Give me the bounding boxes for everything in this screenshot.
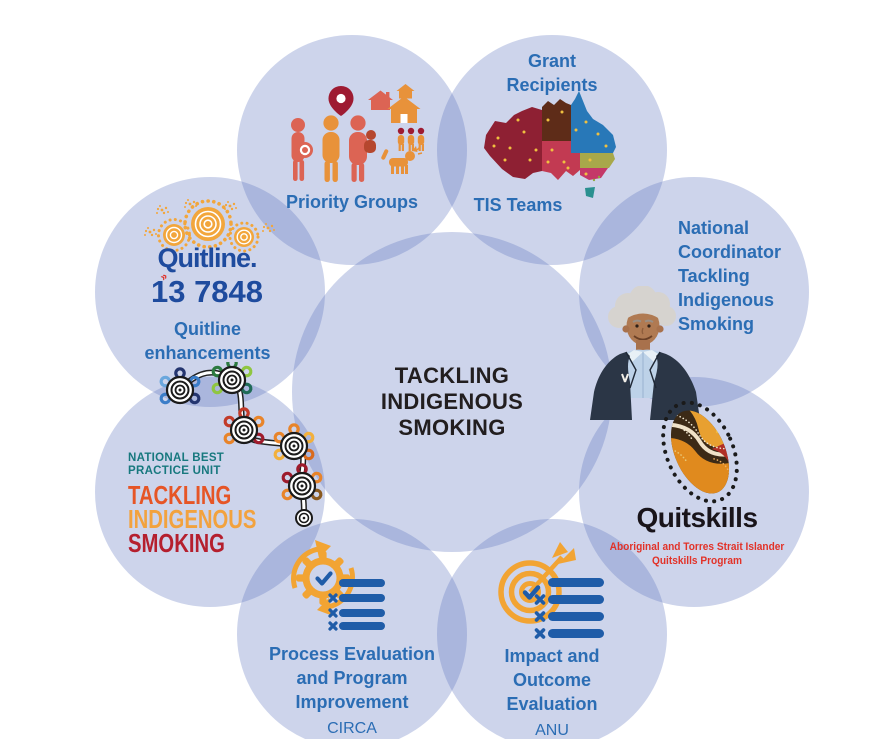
coordinator-line: Indigenous — [678, 290, 774, 310]
circle-center — [292, 232, 612, 552]
quitline-logo: Quitline. — [157, 243, 258, 273]
grant-recipients-label: Grant Recipients — [472, 49, 632, 97]
center-title-line: SMOKING — [398, 415, 506, 440]
process-org-label: CIRCA — [327, 720, 377, 737]
process-evaluation-label: Process Evaluation and Program Improveme… — [252, 642, 452, 739]
center-title: TACKLING INDIGENOUS SMOKING — [332, 363, 572, 441]
nbpu-logo: NATIONAL BEST PRACTICE UNIT TACKLING IND… — [128, 452, 293, 558]
center-title-line: TACKLING — [394, 363, 510, 388]
people-community-icon — [291, 84, 425, 182]
impact-org-label: ANU — [535, 722, 569, 739]
process-line: and Program — [296, 668, 408, 688]
quitline-caption-line: enhancements — [144, 343, 271, 363]
coordinator-line: Coordinator — [678, 242, 781, 262]
coordinator-line: Smoking — [678, 314, 755, 334]
quitskills-subtitle-line: Aboriginal and Torres Strait Islander — [609, 541, 785, 553]
journey-dot-art-icon — [158, 362, 324, 527]
quitline-caption-line: Quitline — [174, 319, 241, 339]
quitskills-subtitle-line: Quitskills Program — [652, 555, 742, 567]
target-checklist-icon — [498, 542, 604, 639]
nbpu-word-indigenous: INDIGENOUS — [128, 504, 257, 534]
national-coordinator-photo — [590, 286, 700, 420]
coordinator-line: Tackling — [678, 266, 750, 286]
nbpu-unit-line: NATIONAL BEST — [128, 452, 225, 464]
center-title-line: INDIGENOUS — [380, 389, 524, 414]
coordinator-line: National — [678, 218, 750, 238]
circle-impact-evaluation — [437, 519, 667, 739]
quitskills-subtitle: Aboriginal and Torres Strait Islander Qu… — [600, 540, 793, 568]
grant-line: Recipients — [506, 75, 598, 95]
process-line: Process Evaluation — [268, 644, 436, 664]
nbpu-word-smoking: SMOKING — [128, 528, 225, 558]
national-coordinator-label: National Coordinator Tackling Indigenous… — [678, 216, 781, 336]
grant-line: Grant — [527, 51, 576, 71]
impact-line: Outcome — [512, 670, 591, 690]
aboriginal-leaf-art-icon — [659, 400, 741, 504]
priority-groups-label: Priority Groups — [285, 192, 419, 212]
impact-line: Impact and — [504, 646, 600, 666]
impact-evaluation-label: Impact and Outcome Evaluation ANU — [472, 644, 632, 739]
quitskills-logo: Quitskills — [636, 502, 758, 533]
gear-checklist-icon — [291, 540, 385, 631]
process-line: Improvement — [295, 692, 409, 712]
quitline-number: 13 7848 — [150, 274, 264, 309]
australia-map-icon — [484, 91, 616, 198]
circle-nbpu — [95, 377, 325, 607]
nbpu-word-tackling: TACKLING — [128, 480, 232, 510]
nbpu-unit-line: PRACTICE UNIT — [128, 465, 221, 477]
tis-teams-label: TIS Teams — [473, 195, 563, 215]
impact-line: Evaluation — [506, 694, 598, 714]
dot-circles-icon — [144, 199, 275, 253]
quitline-enhancements-label: Quitline enhancements — [110, 317, 305, 365]
